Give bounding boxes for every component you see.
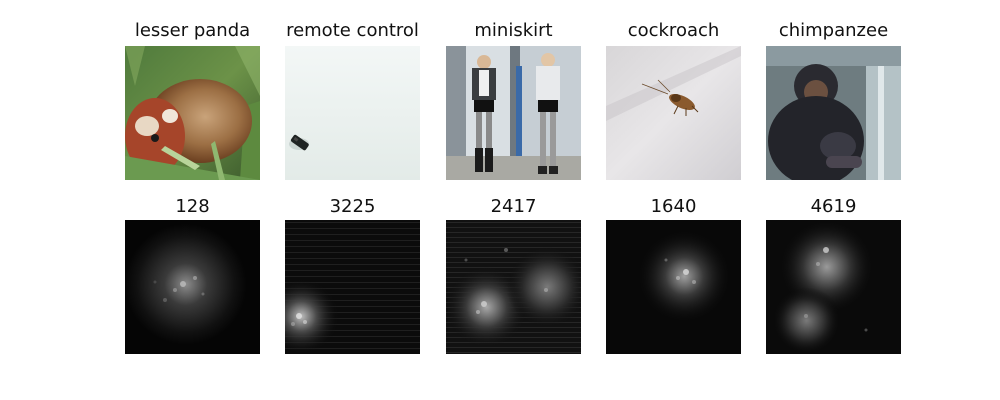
remote-control-photo <box>285 46 420 180</box>
bottom-cell-2: 3225 <box>285 196 420 356</box>
saliency-map-5 <box>766 220 901 354</box>
bottom-cell-5: 4619 <box>766 196 901 356</box>
bottom-cell-4: 1640 <box>606 196 741 356</box>
cockroach-photo <box>606 46 741 180</box>
saliency-map-3 <box>446 220 581 354</box>
miniskirt-photo <box>446 46 581 180</box>
top-cell-1: lesser panda <box>125 20 260 180</box>
chimpanzee-photo <box>766 46 901 180</box>
bottom-title-2: 3225 <box>329 196 376 217</box>
bottom-title-4: 1640 <box>650 196 697 217</box>
top-title-1: lesser panda <box>134 20 251 41</box>
top-cell-2: remote control <box>285 20 420 180</box>
top-cell-3: miniskirt <box>446 20 581 180</box>
top-title-2: remote control <box>286 20 419 41</box>
top-title-5: chimpanzee <box>778 20 889 41</box>
saliency-map-2 <box>285 220 420 354</box>
top-title-4: cockroach <box>627 20 720 41</box>
lesser-panda-photo <box>125 46 260 180</box>
bottom-cell-3: 2417 <box>446 196 581 356</box>
saliency-map-4 <box>606 220 741 354</box>
saliency-map-1 <box>125 220 260 354</box>
bottom-cell-1: 128 <box>125 196 260 356</box>
top-cell-5: chimpanzee <box>766 20 901 180</box>
top-title-3: miniskirt <box>474 20 553 41</box>
top-cell-4: cockroach <box>606 20 741 180</box>
bottom-title-3: 2417 <box>490 196 537 217</box>
bottom-title-1: 128 <box>175 196 210 217</box>
bottom-title-5: 4619 <box>810 196 857 217</box>
